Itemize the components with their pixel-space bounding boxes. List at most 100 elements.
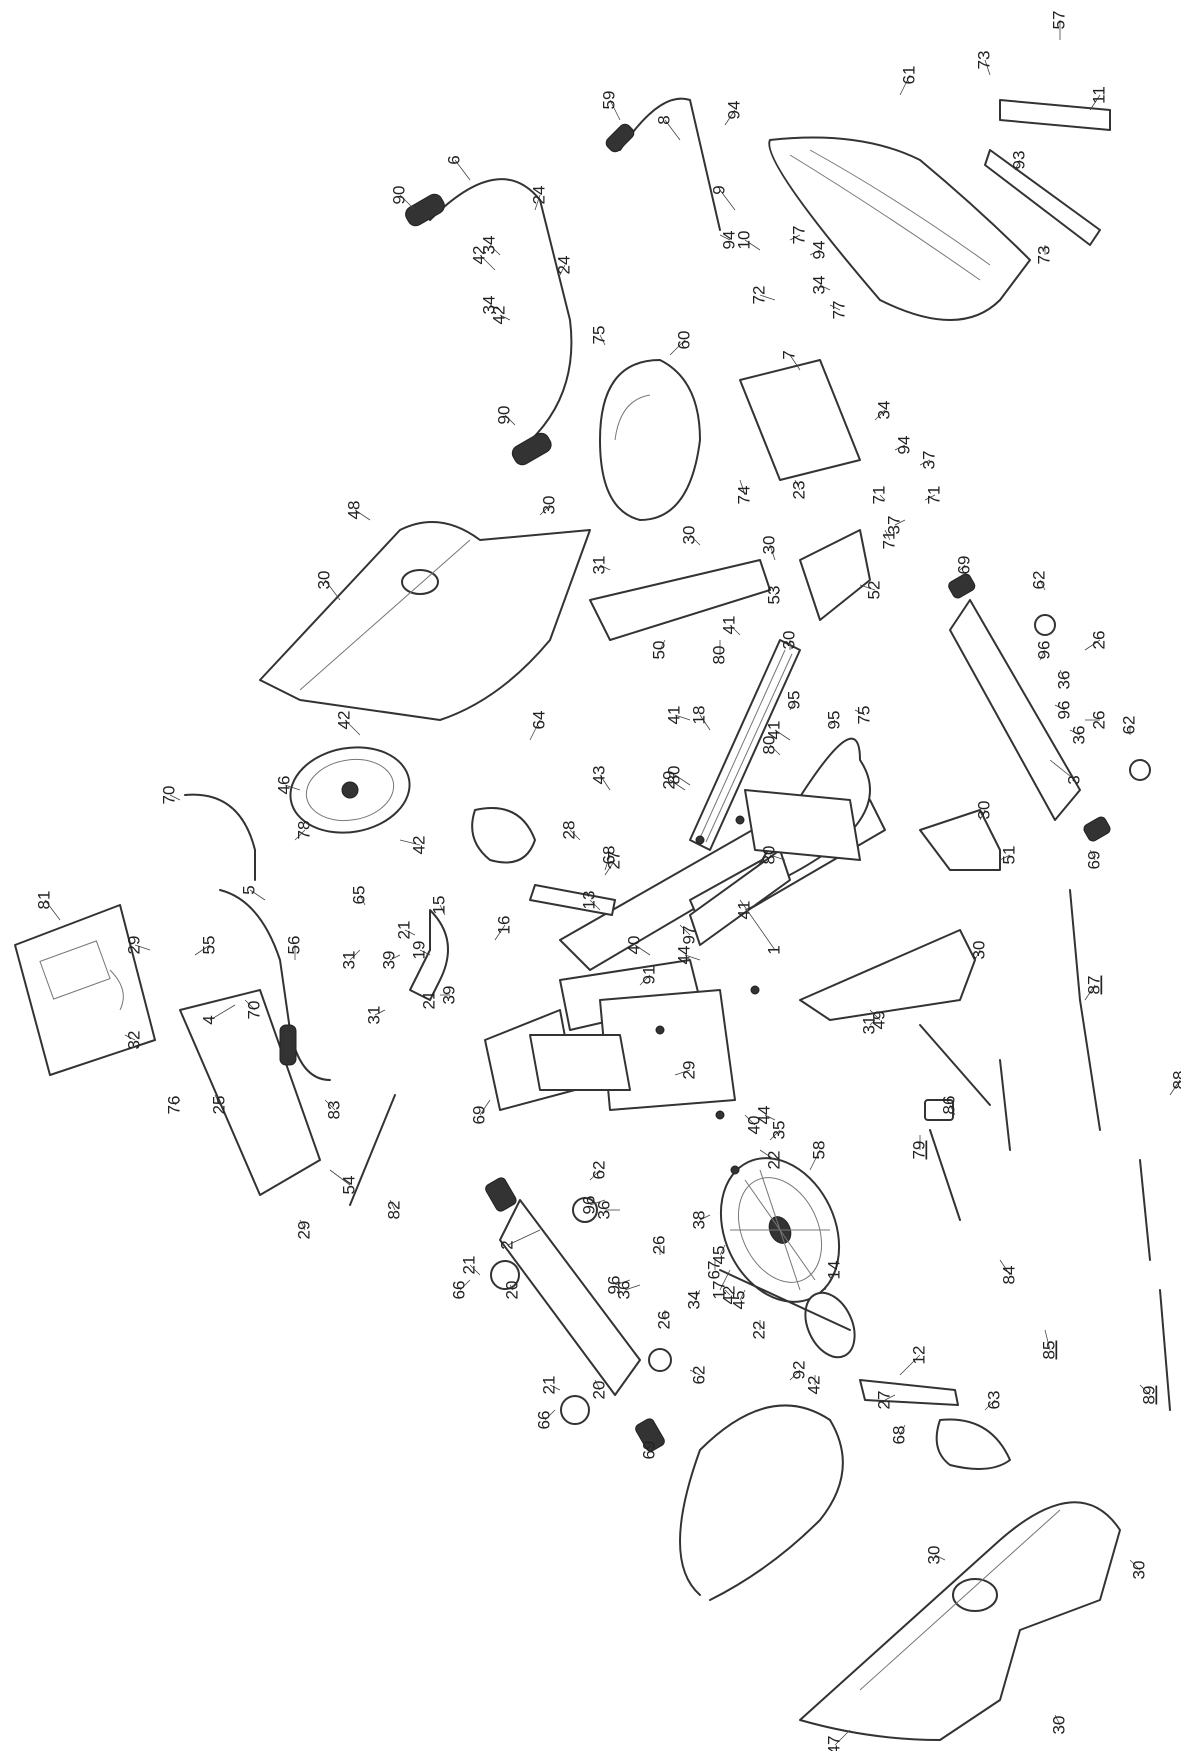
part-callout: 69 [954,556,973,575]
part-callout: 80 [759,736,778,755]
leader-line [439,904,446,916]
seat-handlebar [405,178,573,466]
leader-line [694,1289,701,1301]
leader-line [789,699,796,711]
part-callout: 30 [539,496,558,515]
leader-line [499,314,511,321]
leader-line [739,899,776,951]
part-callout: 96 [604,1276,623,1295]
leader-line [999,1259,1011,1276]
leader-line [769,544,776,561]
leader-line [284,784,301,791]
leader-line [884,529,891,541]
cables [349,889,1171,1411]
part-callout: 73 [974,51,993,70]
part-callout: 31 [364,1006,383,1025]
leader-line [469,1264,481,1276]
leader-line [1084,639,1101,651]
part-callout: 31 [339,951,358,970]
leader-line [544,1409,556,1421]
part-callout: 36 [594,1201,613,1220]
leader-line [999,854,1011,861]
leader-line [599,334,606,346]
part-callout: 94 [719,231,738,250]
part-callout: 89 [1139,1386,1158,1405]
part-callout: 30 [679,526,698,545]
drive-belt [679,1404,844,1601]
part-callout: 66 [449,1281,468,1300]
leader-line [479,1099,491,1116]
leader-line [509,1284,514,1291]
console-mast [179,989,321,1196]
fan-wheel [289,746,411,834]
misc-bolts [655,815,760,1175]
part-callout: 29 [294,1221,313,1240]
handlebar-grip [184,793,256,881]
leader-line [549,1384,561,1391]
part-callout: 36 [614,1281,633,1300]
part-callout: 30 [314,571,333,590]
part-callout: 31 [859,1016,878,1035]
backrest [768,136,1031,321]
part-callout: 60 [674,331,693,350]
leader-line [479,254,496,271]
part-callout: 24 [529,186,548,205]
leader-line [684,954,701,961]
part-callout: 68 [889,1426,908,1445]
part-callout: 29 [124,936,143,955]
leader-line [389,1199,396,1211]
leader-line [214,1094,221,1106]
part-callout: 71 [869,486,888,505]
part-callout: 74 [734,486,753,505]
leader-line [719,189,736,211]
leader-line [859,584,876,591]
part-callout: 18 [689,706,708,725]
seat-frame [739,359,861,481]
seat-carriage-bracket [799,529,871,621]
leader-line [674,1069,691,1076]
part-callout: 42 [334,711,353,730]
part-callout: 93 [1009,151,1028,170]
part-callout: 71 [924,486,943,505]
part-callout: 46 [274,776,293,795]
part-callout: 69 [639,1441,658,1460]
part-callout: 68 [599,846,618,865]
leader-line [744,1114,756,1126]
leader-lines [44,20,1181,1746]
part-callout: 59 [599,91,618,110]
leader-line [299,1219,306,1231]
leader-line [604,859,616,876]
part-callout: 29 [679,1061,698,1080]
leader-line [669,779,686,791]
leader-line [1069,729,1081,736]
flywheel [719,1157,841,1303]
leader-line [1139,1384,1151,1396]
part-callout: 42 [489,306,508,325]
part-callout: 36 [1054,671,1073,690]
part-callout: 44 [674,946,693,965]
part-callout: 43 [589,766,608,785]
part-callout: 94 [894,436,913,455]
leader-line [829,719,836,726]
leader-line [244,999,256,1011]
part-callout: 22 [764,1151,783,1170]
part-callout: 90 [494,406,513,425]
leader-line [634,944,651,956]
leader-line [354,509,371,521]
part-callout: 80 [709,646,728,665]
leader-line [949,1104,956,1116]
leader-line [769,1129,781,1141]
leader-line [614,1279,631,1286]
upright-column [484,959,736,1111]
leader-line [789,354,801,371]
leader-line [719,1269,731,1291]
part-callout: 4 [199,1015,218,1024]
part-callout: 70 [159,786,178,805]
leader-line [404,929,416,936]
part-callout: 15 [429,896,448,915]
leader-line [639,974,651,986]
leader-line [724,1289,731,1296]
part-callout: 6 [444,155,463,164]
leader-line [589,899,601,911]
part-callout: 2 [497,1240,516,1249]
